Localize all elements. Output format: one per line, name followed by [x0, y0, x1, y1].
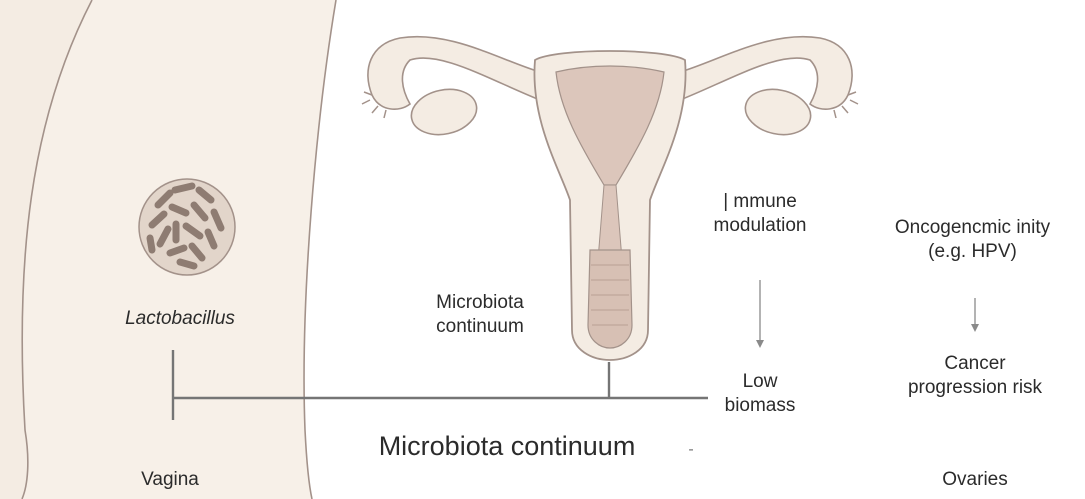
oncogenic-activity-line-1: Oncogencmic inity: [860, 216, 1085, 240]
vagina-label: Vagina: [110, 468, 230, 492]
cancer-risk-label: Cancer progression risk: [880, 352, 1070, 400]
low-biomass-label: Low biomass: [700, 370, 820, 418]
lactobacillus-text: Lactobacillus: [90, 307, 270, 331]
left-ovary: [407, 84, 481, 141]
right-ovary: [741, 84, 815, 141]
ovaries-text: Ovaries: [915, 468, 1035, 492]
cancer-risk-line-1: Cancer: [880, 352, 1070, 376]
oncogenic-activity-label: Oncogencmic inity (e.g. HPV): [860, 216, 1085, 264]
stray-mark: -: [684, 440, 698, 460]
flow-arrows: [756, 280, 979, 348]
lactobacillus-dish: [139, 179, 235, 275]
microbiota-continuum-small-line-2: continuum: [405, 315, 555, 339]
low-biomass-line-1: Low: [700, 370, 820, 394]
immune-modulation-line-1: | mmune: [675, 190, 845, 214]
oncogenic-activity-line-2: (e.g. HPV): [860, 240, 1085, 264]
lactobacillus-label: Lactobacillus: [90, 307, 270, 331]
microbiota-continuum-small-line-1: Microbiota: [405, 291, 555, 315]
microbiota-continuum-title: Microbiota continuum: [332, 430, 682, 464]
stray-mark-text: -: [684, 440, 698, 460]
immune-modulation-label: | mmune modulation: [675, 190, 845, 238]
arrow-immune-to-lowbiomass-head: [756, 340, 764, 348]
low-biomass-line-2: biomass: [700, 394, 820, 418]
microbiota-continuum-small-label: Microbiota continuum: [405, 291, 555, 339]
ovaries-label: Ovaries: [915, 468, 1035, 492]
vagina-text: Vagina: [110, 468, 230, 492]
arrow-oncogenic-to-cancer-head: [971, 324, 979, 332]
microbiota-continuum-title-text: Microbiota continuum: [332, 430, 682, 464]
cancer-risk-line-2: progression risk: [880, 376, 1070, 400]
immune-modulation-line-2: modulation: [675, 214, 845, 238]
